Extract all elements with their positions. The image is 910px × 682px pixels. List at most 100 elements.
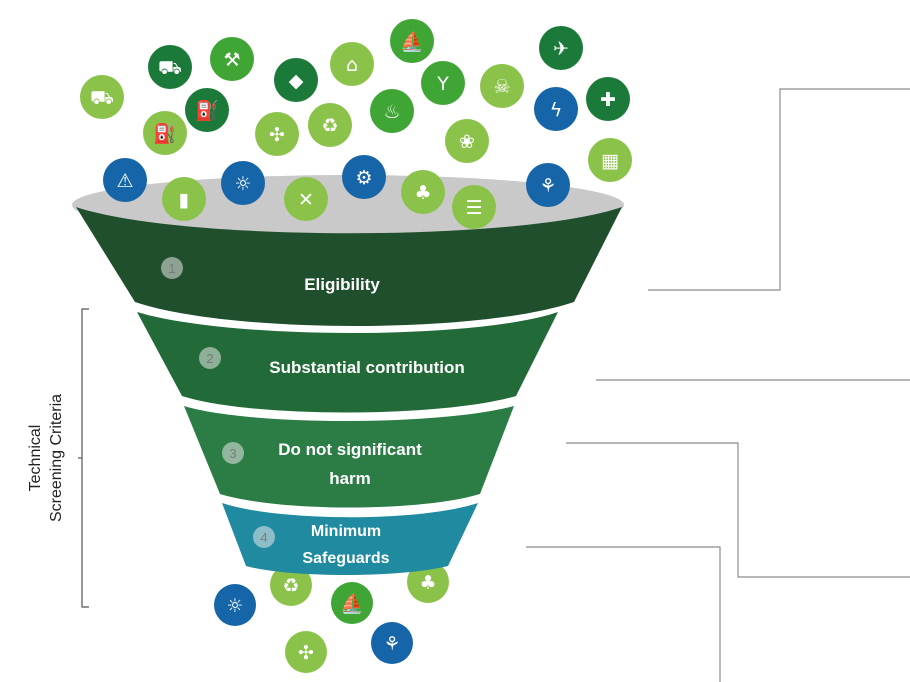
fire-icon-circle: [370, 89, 414, 133]
sailboat-icon: ⛵: [390, 19, 434, 63]
diamond-icon-circle: [274, 58, 318, 102]
recycle-icon-circle: [308, 103, 352, 147]
stage-number-badge-1: [161, 257, 183, 279]
wind-turbine-icon: ✣: [285, 631, 327, 673]
rabbit-icon-glyph: ❀: [459, 131, 475, 153]
building-icon: ▦: [588, 138, 632, 182]
recycle-icon-glyph: ♻: [321, 115, 338, 137]
sun-icon: ☼: [214, 584, 256, 626]
wind-turbine-icon-glyph: ✣: [298, 642, 314, 664]
rabbit-icon: ❀: [445, 119, 489, 163]
warning-icon-glyph: ⚠: [116, 170, 133, 192]
chimney-icon: ▮: [162, 177, 206, 221]
connector-line-1: [648, 88, 910, 291]
truck-icon-circle: [80, 75, 124, 119]
stage-label-4-line-2: Safeguards: [302, 550, 389, 567]
warning-icon: ⚠: [103, 158, 147, 202]
sprout-icon-glyph: ⚘: [383, 633, 400, 655]
oil-pump-icon-glyph: ⛽: [153, 122, 177, 145]
tractor-icon-circle: [342, 155, 386, 199]
lightning-icon: ϟ: [534, 87, 578, 131]
lightning-icon-circle: [534, 87, 578, 131]
stage-number-2: 2: [206, 351, 213, 366]
bracket-label-line-1: Technical: [27, 425, 44, 492]
tractor-icon-glyph: ⚙: [355, 167, 372, 189]
wind-turbine-icon: ✣: [255, 112, 299, 156]
recycle-icon: ♻: [270, 564, 312, 606]
connector-lines: [526, 88, 910, 682]
sun-icon-circle: [214, 584, 256, 626]
connector-line-4: [526, 546, 721, 682]
skull-icon: ☠: [480, 64, 524, 108]
fire-icon-glyph: ♨: [383, 101, 400, 123]
factory-icon-circle: [330, 42, 374, 86]
sun-icon-glyph: ☼: [226, 595, 243, 617]
stage-label-4-line-1: Minimum: [311, 523, 381, 540]
funnel-stage-3: 3 Do not significant harm: [184, 406, 514, 508]
recycle-icon: ♻: [308, 103, 352, 147]
building-icon-circle: [588, 138, 632, 182]
cocktail-icon-glyph: Y: [436, 73, 449, 95]
factory-icon-glyph: ⌂: [346, 54, 358, 76]
recycle-icon-circle: [270, 564, 312, 606]
medical-icon-circle: [586, 77, 630, 121]
warning-icon-circle: [103, 158, 147, 202]
top-icon-cluster: ⛟⛟⚒◆⌂⛵Y☠✈⛽⛽✣♻♨❀ϟ✚⚠▮☼✕⚙♣☰⚘▦: [80, 19, 632, 229]
fire-icon: ♨: [370, 89, 414, 133]
rabbit-icon-circle: [445, 119, 489, 163]
medical-icon: ✚: [586, 77, 630, 121]
sailboat-icon-circle: [390, 19, 434, 63]
sun-icon-circle: [221, 161, 265, 205]
bracket-line: [81, 308, 89, 608]
crane-icon-circle: [210, 37, 254, 81]
sprout-icon-circle: [371, 622, 413, 664]
funnel-band-3: [184, 406, 514, 508]
building-icon-glyph: ▦: [601, 150, 619, 172]
stage-number-badge-2: [199, 347, 221, 369]
sailboat-icon-glyph: ⛵: [340, 592, 364, 615]
diamond-icon: ◆: [274, 58, 318, 102]
recycle-icon-glyph: ♻: [282, 575, 299, 597]
sailboat-icon: ⛵: [331, 582, 373, 624]
fuel-pump-icon: ⛽: [185, 88, 229, 132]
tree-icon: ♣: [407, 561, 449, 603]
shelves-icon-glyph: ☰: [465, 197, 482, 219]
funnel-stage-4: 4 Minimum Safeguards: [222, 503, 478, 575]
funnel-band-2: [137, 312, 558, 413]
chimney-icon-glyph: ▮: [179, 189, 189, 211]
wind-turbine-icon-circle: [285, 631, 327, 673]
funnel-band-1: [76, 207, 622, 326]
sprout-icon: ⚘: [526, 163, 570, 207]
stage-number-3: 3: [229, 446, 236, 461]
diamond-icon-glyph: ◆: [289, 70, 304, 92]
sailboat-icon-circle: [331, 582, 373, 624]
fuel-pump-icon-circle: [185, 88, 229, 132]
skull-icon-circle: [480, 64, 524, 108]
bottom-icon-cluster: ♻ ♣ ☼ ⛵ ✣ ⚘: [214, 561, 449, 673]
wind-turbine-icon-glyph: ✣: [269, 124, 285, 146]
sprout-icon-glyph: ⚘: [539, 175, 556, 197]
cocktail-icon: Y: [421, 61, 465, 105]
shelves-icon-circle: [452, 185, 496, 229]
bone-icon-circle: [284, 177, 328, 221]
bracket-label-line-2: Screening Criteria: [48, 394, 65, 522]
sailboat-icon-glyph: ⛵: [400, 30, 424, 53]
sprout-icon: ⚘: [371, 622, 413, 664]
airplane-icon-circle: [539, 26, 583, 70]
stage-label-3-line-1: Do not significant: [278, 440, 422, 459]
sun-icon: ☼: [221, 161, 265, 205]
technical-screening-bracket: [78, 308, 89, 608]
skull-icon-glyph: ☠: [493, 76, 510, 98]
stage-number-badge-3: [222, 442, 244, 464]
tree-icon: ♣: [401, 170, 445, 214]
airplane-icon-glyph: ✈: [553, 38, 569, 60]
oil-pump-icon: ⛽: [143, 111, 187, 155]
truck-icon-glyph: ⛟: [90, 87, 114, 109]
tree-icon-glyph: ♣: [419, 572, 436, 594]
chimney-icon-circle: [162, 177, 206, 221]
truck-icon: ⛟: [80, 75, 124, 119]
stage-label-2: Substantial contribution: [269, 358, 465, 377]
delivery-truck-icon: ⛟: [148, 45, 192, 89]
wind-turbine-icon-circle: [255, 112, 299, 156]
